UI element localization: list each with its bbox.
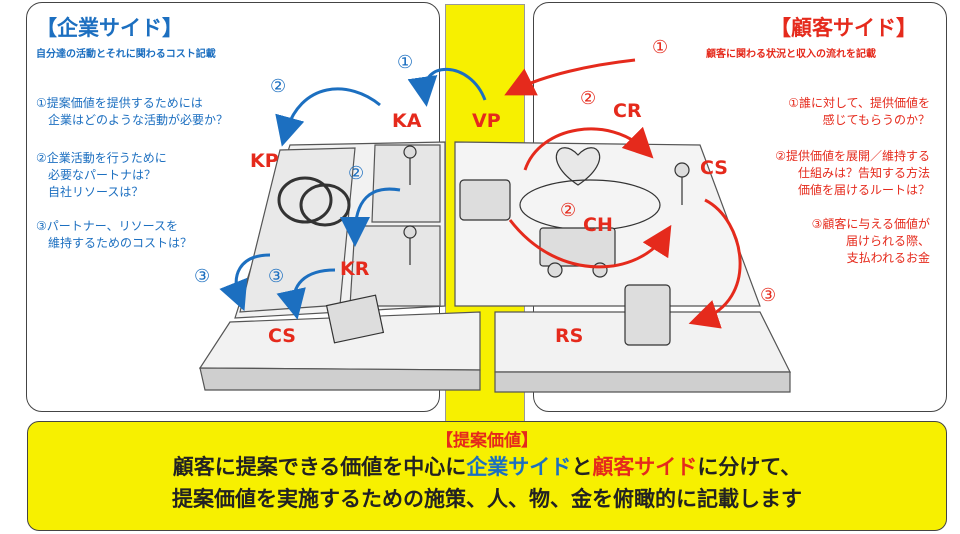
illustration-items xyxy=(277,145,690,346)
company-question-2: ②企業活動を行うために 必要なパートナは？ 自社リソースは？ xyxy=(36,151,167,199)
customer-question-1: ①誰に対して、提供価値を 感じてもらうのか？ xyxy=(788,96,930,127)
value-proposition-summary: 【提案価値】 顧客に提案できる価値を中心に企業サイドと顧客サイドに分けて、 提案… xyxy=(27,421,947,531)
summary-text-e: に分けて、 xyxy=(697,455,802,479)
number-2-company-b: ② xyxy=(348,163,365,184)
company-flow-arrows xyxy=(219,67,487,320)
label-key-activities: KA xyxy=(392,110,422,132)
summary-customer-side: 顧客サイド xyxy=(592,455,698,479)
label-revenue-streams: RS xyxy=(555,325,584,347)
company-question-1: ①提案価値を提供するためには 企業はどのような活動が必要か？ xyxy=(36,96,229,127)
customer-question-2: ②提供価値を展開／維持する 仕組みは？告知する方法 価値を届けるルートは？ xyxy=(775,149,930,197)
label-key-partners: KP xyxy=(250,150,279,172)
number-2-company-a: ② xyxy=(270,76,287,97)
number-3-company-b: ③ xyxy=(268,266,285,287)
customer-question-3: ③顧客に与える価値が 届けられる際、 支払われるお金 xyxy=(811,217,930,265)
summary-title: 【提案価値】 xyxy=(436,431,538,451)
customer-side-title: 【顧客サイド】 xyxy=(770,16,917,40)
number-1-customer: ① xyxy=(652,37,669,58)
number-1-company: ① xyxy=(397,52,414,73)
company-side-title: 【企業サイド】 xyxy=(36,16,183,40)
number-3-company-a: ③ xyxy=(194,266,211,287)
number-3-customer: ③ xyxy=(760,285,777,306)
customer-relationship-heart xyxy=(519,147,661,231)
number-2-customer-b: ② xyxy=(560,200,577,221)
summary-company-side: 企業サイド xyxy=(466,455,572,479)
number-2-customer-a: ② xyxy=(580,88,597,109)
company-question-3: ③パートナー、リソースを 維持するためのコストは？ xyxy=(36,219,193,250)
label-key-resources: KR xyxy=(340,258,370,280)
summary-line-1: 顧客に提案できる価値を中心に企業サイドと顧客サイドに分けて、 xyxy=(28,451,946,483)
customer-flow-arrows xyxy=(504,58,742,329)
label-channels: CH xyxy=(583,214,613,236)
summary-line-2: 提案価値を実施するための施策、人、物、金を俯瞰的に記載します xyxy=(172,487,802,511)
company-side-subtitle: 自分達の活動とそれに関わるコスト記載 xyxy=(36,49,216,60)
summary-text-c: と xyxy=(571,455,593,479)
label-customer-segments: CS xyxy=(700,157,728,179)
label-customer-relationships: CR xyxy=(613,100,642,122)
label-cost-structure: CS xyxy=(268,325,296,347)
summary-text-a: 顧客に提案できる価値を中心に xyxy=(172,455,467,479)
customer-side-subtitle: 顧客に関わる状況と収入の流れを記載 xyxy=(706,49,876,60)
label-value-proposition: VP xyxy=(472,110,501,132)
